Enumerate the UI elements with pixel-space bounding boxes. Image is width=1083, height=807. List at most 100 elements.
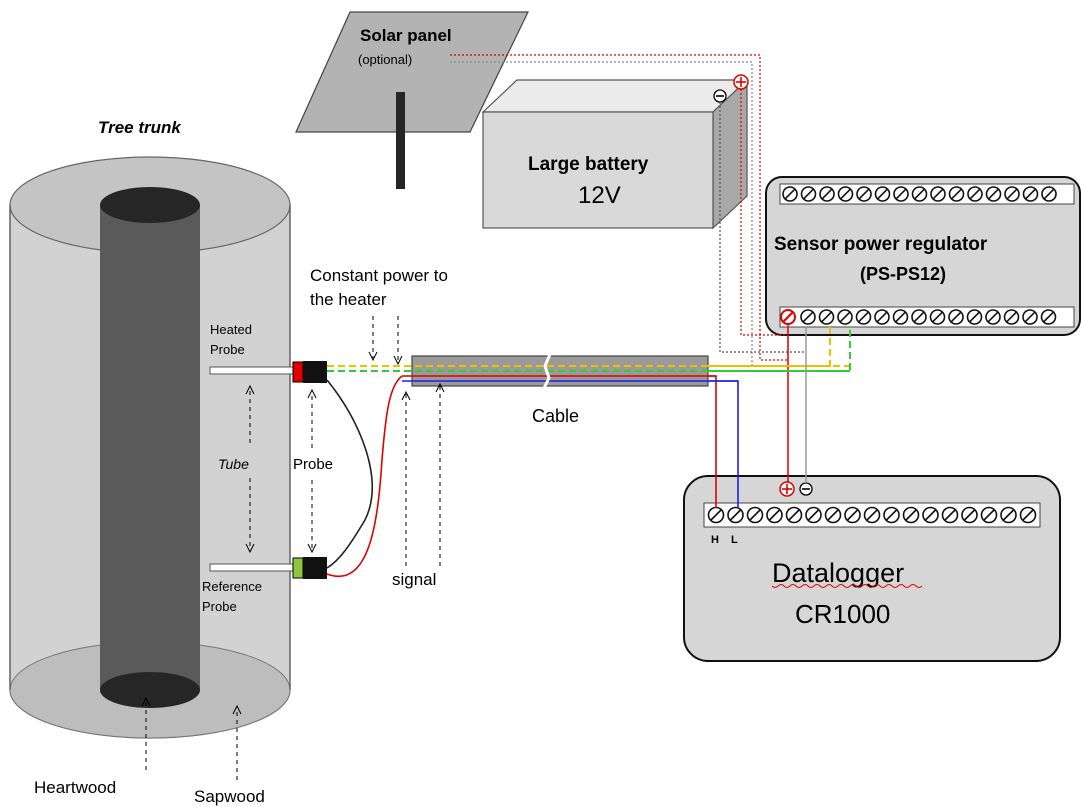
sapwood-label: Sapwood	[194, 787, 265, 806]
reference-probe-label-line2: Probe	[202, 599, 237, 614]
tree-trunk-label: Tree trunk	[98, 118, 182, 137]
reference-probe-connector	[292, 557, 327, 579]
constant-power-label-line2: the heater	[310, 290, 387, 309]
terminal-l-label: L	[731, 534, 738, 546]
reference-probe-label-line1: Reference	[202, 579, 262, 594]
heater-yellow-wire	[708, 327, 831, 367]
screw-slot	[969, 188, 981, 200]
probe-link-black-wire	[326, 379, 373, 569]
screw-slot	[866, 509, 878, 521]
screw-slot	[803, 188, 814, 200]
solar-panel	[295, 11, 529, 189]
datalogger-terminal-strip	[707, 506, 1037, 524]
probe-arrows	[307, 388, 317, 554]
constant-power-arrows	[368, 316, 403, 366]
screw-slot	[944, 509, 956, 521]
screw-slot	[1043, 188, 1055, 200]
screw-slot	[932, 311, 943, 323]
regulator-bottom-terminal-strip	[800, 309, 1057, 325]
regulator-top-terminal-strip	[782, 186, 1057, 202]
screw-slot	[951, 188, 962, 200]
tube-arrows	[245, 384, 255, 554]
probe-label: Probe	[293, 456, 333, 473]
signal-arrows	[401, 382, 445, 566]
regulator-name-label: Sensor power regulator	[774, 234, 988, 255]
heated-probe-needle	[209, 366, 296, 375]
terminal-h-label: H	[711, 534, 719, 546]
screw-slot	[1006, 311, 1017, 323]
screw-slot	[988, 188, 999, 200]
screw-slot	[1006, 188, 1018, 200]
datalogger-model-label: CR1000	[795, 599, 890, 629]
screw-slot	[840, 188, 851, 200]
screw-slot	[730, 509, 741, 521]
cable-label: Cable	[532, 406, 579, 426]
battery-positive-wire	[740, 89, 786, 336]
screw-slot	[1003, 509, 1014, 521]
datalogger-negative-terminal-icon	[799, 482, 813, 496]
screw-slot	[877, 188, 888, 200]
datalogger-positive-terminal-icon	[779, 481, 795, 497]
heater-green-wire	[708, 327, 851, 372]
screw-slot	[925, 509, 936, 521]
screw-slot	[788, 509, 800, 521]
screw-slot	[932, 188, 944, 200]
screw-slot	[769, 509, 780, 521]
signal-label: signal	[392, 570, 436, 589]
screw-slot	[1025, 188, 1036, 200]
regulator-model-label: (PS-PS12)	[860, 264, 946, 284]
screw-slot	[876, 311, 888, 323]
battery-positive-terminal-icon	[733, 74, 749, 90]
tube-label: Tube	[218, 456, 249, 472]
heartwood-arrow	[141, 696, 151, 770]
sapwood-arrow	[232, 704, 242, 780]
datalogger	[683, 475, 1061, 662]
screw-slot	[847, 509, 858, 521]
screw-slot	[895, 311, 906, 323]
reference-probe-needle	[209, 563, 296, 572]
heartwood-column	[100, 187, 200, 708]
screw-slot	[1022, 509, 1034, 521]
screw-slot	[821, 188, 833, 200]
heated-probe-connector	[292, 361, 327, 383]
screw-slot	[905, 509, 917, 521]
screw-slot	[802, 311, 814, 323]
battery-name-label: Large battery	[528, 154, 649, 175]
sensor-power-regulator	[765, 176, 1081, 336]
probe-link-red-wire	[326, 375, 403, 577]
screw-slot	[808, 509, 819, 521]
heated-probe-label-line2: Probe	[210, 342, 245, 357]
signal-red-wire-h	[708, 375, 717, 508]
screw-slot	[827, 509, 839, 521]
solar-gray-dotted-wire	[450, 61, 753, 365]
battery-voltage-label: 12V	[578, 182, 621, 209]
screw-slot	[1043, 311, 1054, 323]
screw-slot	[895, 188, 907, 200]
solar-panel-label: Solar panel	[360, 26, 452, 45]
screw-slot	[987, 311, 999, 323]
screw-slot	[858, 188, 870, 200]
screw-slot	[839, 311, 851, 323]
constant-power-label-line1: Constant power to	[310, 266, 448, 285]
screw-slot	[784, 188, 796, 200]
datalogger-spellcheck-underline	[771, 584, 923, 588]
cable	[327, 351, 850, 391]
screw-slot	[749, 509, 761, 521]
signal-blue-wire-l	[708, 380, 739, 508]
screw-slot	[886, 509, 897, 521]
screw-slot	[1024, 311, 1036, 323]
screw-slot	[858, 311, 869, 323]
screw-slot	[710, 509, 722, 521]
screw-slot	[983, 509, 995, 521]
battery-negative-wire	[719, 102, 806, 353]
screw-slot	[969, 311, 980, 323]
battery-negative-terminal-icon	[713, 89, 727, 103]
screw-slot	[914, 188, 925, 200]
tree-trunk	[9, 156, 291, 739]
large-battery	[481, 78, 749, 230]
screw-slot	[821, 311, 832, 323]
datalogger-name-label: Datalogger	[772, 558, 904, 588]
solar-panel-optional-label: (optional)	[358, 52, 412, 67]
screw-slot	[964, 509, 975, 521]
